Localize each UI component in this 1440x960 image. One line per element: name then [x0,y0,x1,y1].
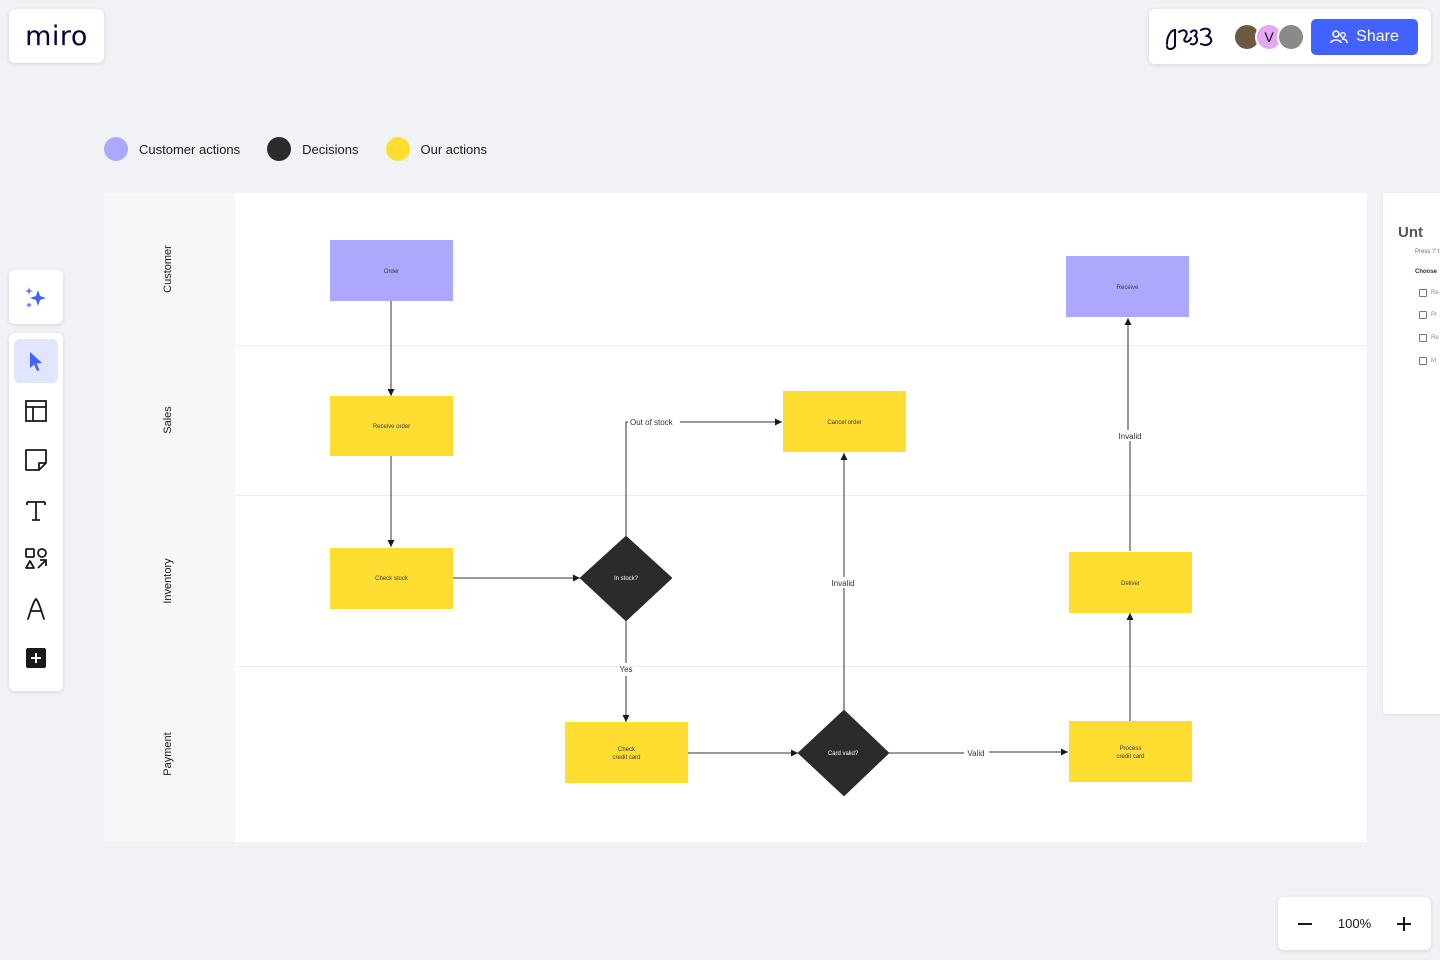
node-in-stock-decision[interactable] [580,536,672,621]
lane-header-column [104,193,235,842]
node-label: credit card [1116,754,1144,760]
legend-dot [104,137,128,161]
pen-tool[interactable] [14,587,58,631]
panel-item[interactable]: Pr [1419,311,1440,319]
share-button[interactable]: Share [1311,18,1418,55]
ai-assist-button[interactable] [9,270,63,324]
document-icon [1419,289,1427,297]
node-receive-order[interactable] [330,396,453,456]
panel-choose-label: Choose [1415,269,1438,275]
legend-item-decisions[interactable]: Decisions [267,137,359,161]
sparkle-icon [25,287,46,308]
node-label: Deliver [1121,581,1140,587]
legend-label: Our actions [420,141,487,157]
panel-item[interactable]: Re [1419,289,1440,297]
legend-dot [385,137,410,161]
plus-icon [1397,916,1411,931]
node-card-valid-decision[interactable] [798,710,889,796]
lane-divider [235,345,1367,346]
select-tool[interactable] [14,339,58,383]
zoom-in-button[interactable] [1393,913,1415,935]
document-icon [1419,334,1427,342]
panel-subtitle: Press '/' t [1415,249,1440,255]
collaboration-bar: V Share [1149,9,1431,64]
logo-text: miro [25,20,88,52]
panel-item[interactable]: Re [1419,334,1440,342]
node-label: Check [618,747,636,753]
legend-item-our-actions[interactable]: Our actions [385,137,487,161]
node-label: Receive order [373,424,410,430]
node-label: Process [1120,746,1142,752]
node-process-credit-card[interactable] [1069,721,1192,782]
more-tools-button[interactable] [14,636,58,680]
minus-icon [1298,922,1312,925]
document-icon [1419,357,1427,365]
avatar[interactable] [1277,22,1305,51]
node-receive[interactable] [1066,256,1189,317]
reactions-icon[interactable] [1163,20,1219,54]
lane-divider [235,666,1367,667]
zoom-out-button[interactable] [1294,913,1316,935]
node-check-stock[interactable] [330,548,453,609]
shapes-icon [25,548,47,569]
legend-dot [267,137,292,161]
templates-tool[interactable] [14,389,58,433]
sticky-note-tool[interactable] [14,438,58,482]
text-icon [26,500,46,521]
share-label: Share [1356,27,1399,45]
creation-toolbar [9,333,63,691]
collaborator-avatars: V [1233,22,1305,51]
edge-label-yes[interactable]: Yes [619,665,632,674]
panel-title: Unt [1398,224,1423,241]
node-label: Check stock [375,576,409,582]
node-order[interactable] [330,240,453,301]
node-label: Cancel order [827,420,861,426]
miro-logo[interactable]: miro [9,9,104,63]
shapes-tool[interactable] [14,537,58,581]
edge-label-invalid[interactable]: Invalid [1118,432,1141,441]
template-side-panel[interactable]: Unt Press '/' t Choose Re Pr Re M [1383,193,1440,714]
edge-label-valid[interactable]: Valid [967,749,984,758]
edge-label-invalid[interactable]: Invalid [831,579,854,588]
connectors [387,301,1134,757]
node-cancel-order[interactable] [783,391,906,452]
pen-icon [27,597,45,620]
node-label: credit card [612,755,640,761]
node-label: In stock? [614,576,639,582]
node-label: Card valid? [828,751,859,757]
panel-item[interactable]: M [1419,357,1440,365]
document-icon [1419,311,1427,319]
node-label: Order [384,269,399,275]
sticky-note-icon [25,449,47,471]
cursor-icon [30,352,42,371]
zoom-controls: 100% [1278,897,1431,950]
legend-label: Customer actions [139,141,241,157]
plus-square-icon [26,648,46,668]
text-tool[interactable] [14,488,58,532]
node-check-credit-card[interactable] [565,722,688,783]
zoom-level[interactable]: 100% [1337,916,1372,931]
legend: Customer actions Decisions Our actions [104,137,514,161]
legend-item-customer-actions[interactable]: Customer actions [104,137,240,161]
node-label: Receive [1117,285,1139,291]
lane-divider [235,495,1367,496]
users-icon [1330,29,1348,43]
connector-in-stock-up[interactable] [625,421,628,537]
layout-icon [25,399,47,422]
node-deliver[interactable] [1069,552,1192,613]
legend-label: Decisions [302,141,359,157]
edge-label-out-of-stock[interactable]: Out of stock [630,418,674,427]
